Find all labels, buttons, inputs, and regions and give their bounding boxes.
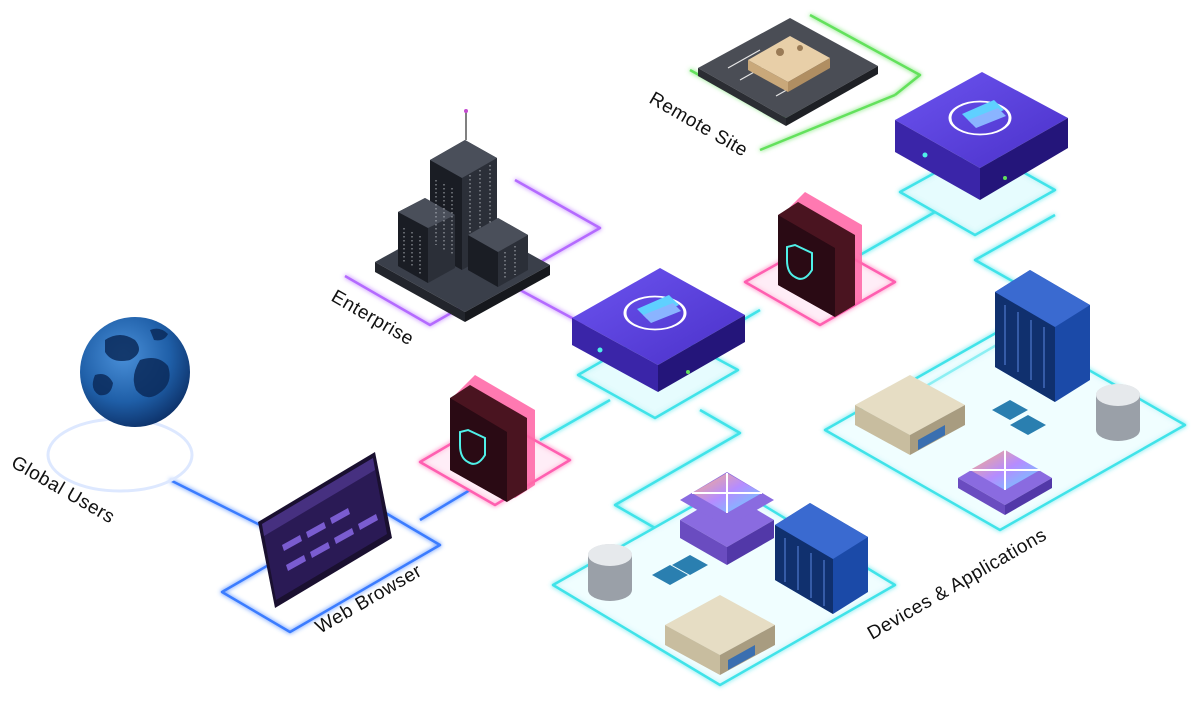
chip-icon bbox=[652, 555, 708, 585]
appliance-logo-icon bbox=[623, 295, 687, 331]
app-grid-icon bbox=[680, 472, 774, 565]
firewall-shield-icon bbox=[459, 428, 486, 465]
database-icon bbox=[588, 544, 632, 601]
appliance-2 bbox=[895, 72, 1068, 200]
appliance-logo-icon bbox=[948, 100, 1012, 136]
devices-group-right bbox=[855, 270, 1140, 515]
globe-icon bbox=[80, 317, 190, 427]
firewall-shield-icon bbox=[786, 243, 813, 280]
building-icon bbox=[375, 109, 550, 322]
devices-group-bottom bbox=[588, 472, 868, 675]
firewall-2 bbox=[778, 192, 862, 317]
app-grid-icon bbox=[958, 450, 1052, 515]
firewall-1 bbox=[450, 375, 535, 502]
database-icon bbox=[1096, 384, 1140, 441]
web-browser-node bbox=[258, 452, 392, 608]
global-users-node bbox=[46, 317, 194, 493]
server-rack-icon bbox=[995, 270, 1090, 402]
browser-window-icon bbox=[258, 452, 392, 608]
building-icon bbox=[748, 36, 830, 92]
label-remote-site: Remote Site bbox=[646, 88, 752, 161]
label-enterprise: Enterprise bbox=[328, 286, 418, 350]
appliance-1 bbox=[572, 268, 745, 392]
workstation-icon bbox=[665, 595, 775, 675]
remote-site-node bbox=[698, 18, 878, 126]
workstation-icon bbox=[855, 375, 965, 455]
server-rack-icon bbox=[775, 503, 868, 614]
chip-icon bbox=[992, 400, 1046, 435]
